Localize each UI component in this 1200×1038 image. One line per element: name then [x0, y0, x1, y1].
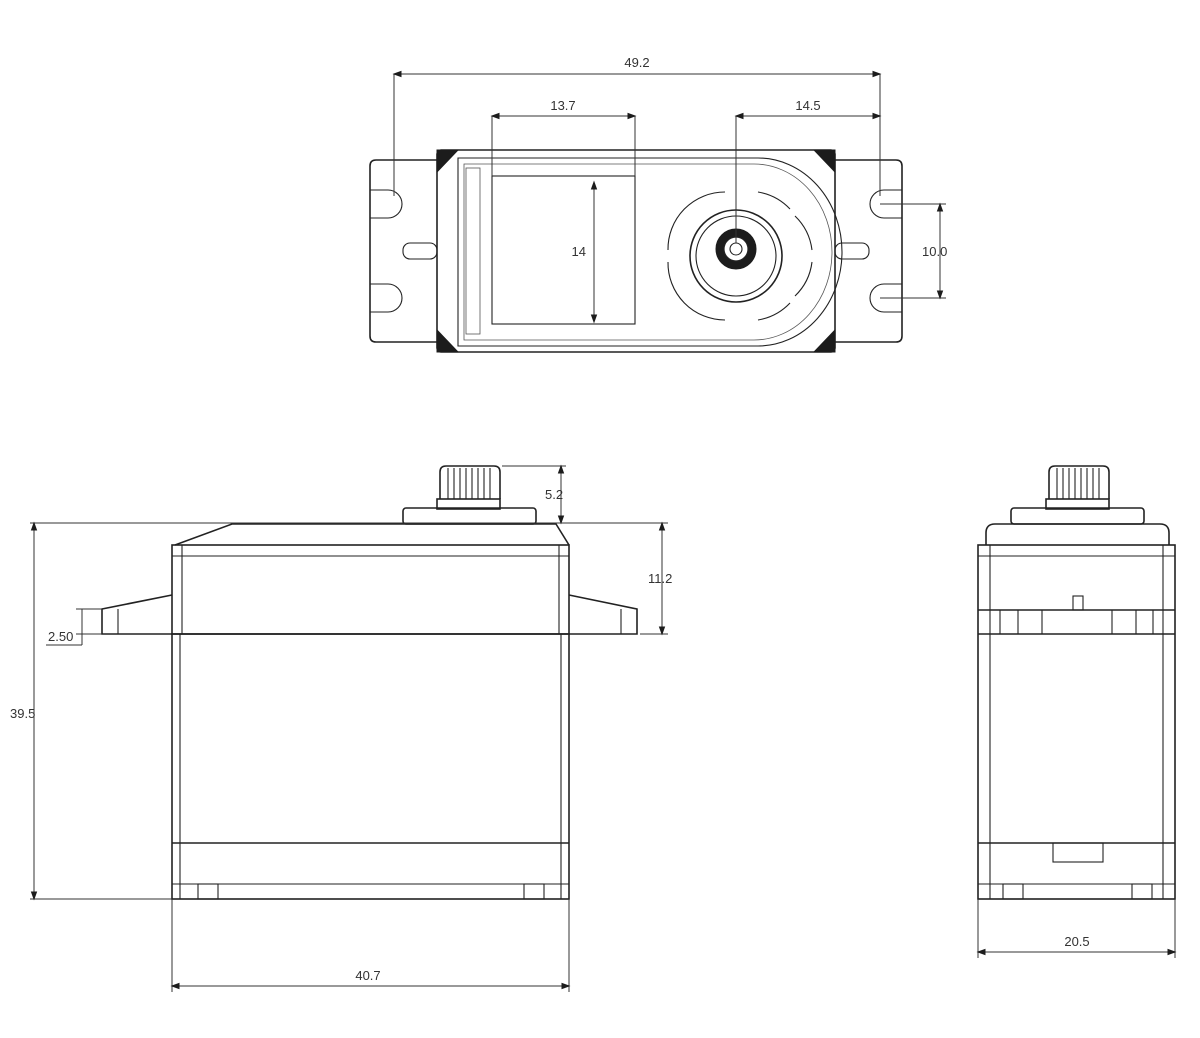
- gear-ring-arc-4: [757, 302, 791, 321]
- top-corner-bl: [436, 328, 460, 353]
- dim-front-flange-thickness: 2.50: [48, 629, 73, 644]
- gear-ring-arc-1: [757, 191, 791, 210]
- front-left-flange: [101, 594, 173, 635]
- dim-front-top-to-flange: 11.2: [648, 571, 672, 586]
- gear-ring-arc-5: [667, 261, 726, 321]
- gear-ring-arc-2: [794, 215, 813, 251]
- top-right-slot-upper: [869, 189, 902, 219]
- side-top-cover: [985, 523, 1170, 545]
- side-spline-teeth: [1048, 465, 1110, 499]
- top-view: [369, 149, 903, 353]
- top-left-slot-lower: [370, 283, 403, 313]
- front-upper-case: [171, 544, 570, 635]
- side-spline-collar: [1045, 498, 1110, 510]
- top-dimensions: 49.2 13.7 14 14.5 10.0: [392, 55, 947, 324]
- front-dimensions: 5.2 11.2 2.50 39.5 40.7: [10, 464, 672, 992]
- top-left-flange: [369, 159, 437, 343]
- top-right-slot-lower: [869, 283, 902, 313]
- dim-top-shaft-to-edge: 14.5: [795, 98, 820, 113]
- top-case-inner-border-2: [463, 163, 833, 341]
- side-spline-base: [1010, 507, 1145, 525]
- side-case: [977, 544, 1176, 900]
- top-left-rail: [465, 167, 481, 335]
- side-dimensions: 20.5: [976, 899, 1177, 958]
- dim-top-window-width: 13.7: [550, 98, 575, 113]
- top-left-slot-upper: [370, 189, 403, 219]
- dim-front-body-width: 40.7: [355, 968, 380, 983]
- top-corner-tr: [812, 149, 836, 174]
- top-label-window: [491, 175, 636, 325]
- front-spline-teeth: [439, 465, 501, 499]
- gear-ring-arc-3: [794, 261, 813, 297]
- dim-front-total-height: 39.5: [10, 706, 35, 721]
- front-spline-collar: [436, 498, 501, 510]
- top-corner-br: [812, 328, 836, 353]
- top-right-flange-lip: [834, 242, 870, 260]
- dim-side-body-depth: 20.5: [1064, 934, 1089, 949]
- front-top-cover: [174, 523, 570, 546]
- dim-front-shaft-height: 5.2: [545, 487, 563, 502]
- side-view: [977, 465, 1176, 900]
- front-body: [171, 633, 570, 900]
- dim-top-window-height: 14: [572, 244, 586, 259]
- front-view: [101, 465, 638, 900]
- top-corner-tl: [436, 149, 460, 174]
- side-spline-grooves: [1056, 468, 1100, 499]
- top-case-outline: [436, 149, 836, 353]
- top-left-flange-lip: [402, 242, 438, 260]
- front-right-flange: [568, 594, 638, 635]
- dim-top-hole-spacing: 10.0: [922, 244, 947, 259]
- front-spline-base: [402, 507, 537, 525]
- gear-ring-arc-6: [667, 191, 726, 251]
- front-spline-grooves: [447, 468, 491, 499]
- dim-top-overall-width: 49.2: [624, 55, 649, 70]
- top-right-flange: [835, 159, 903, 343]
- top-case-inner-border: [457, 157, 843, 347]
